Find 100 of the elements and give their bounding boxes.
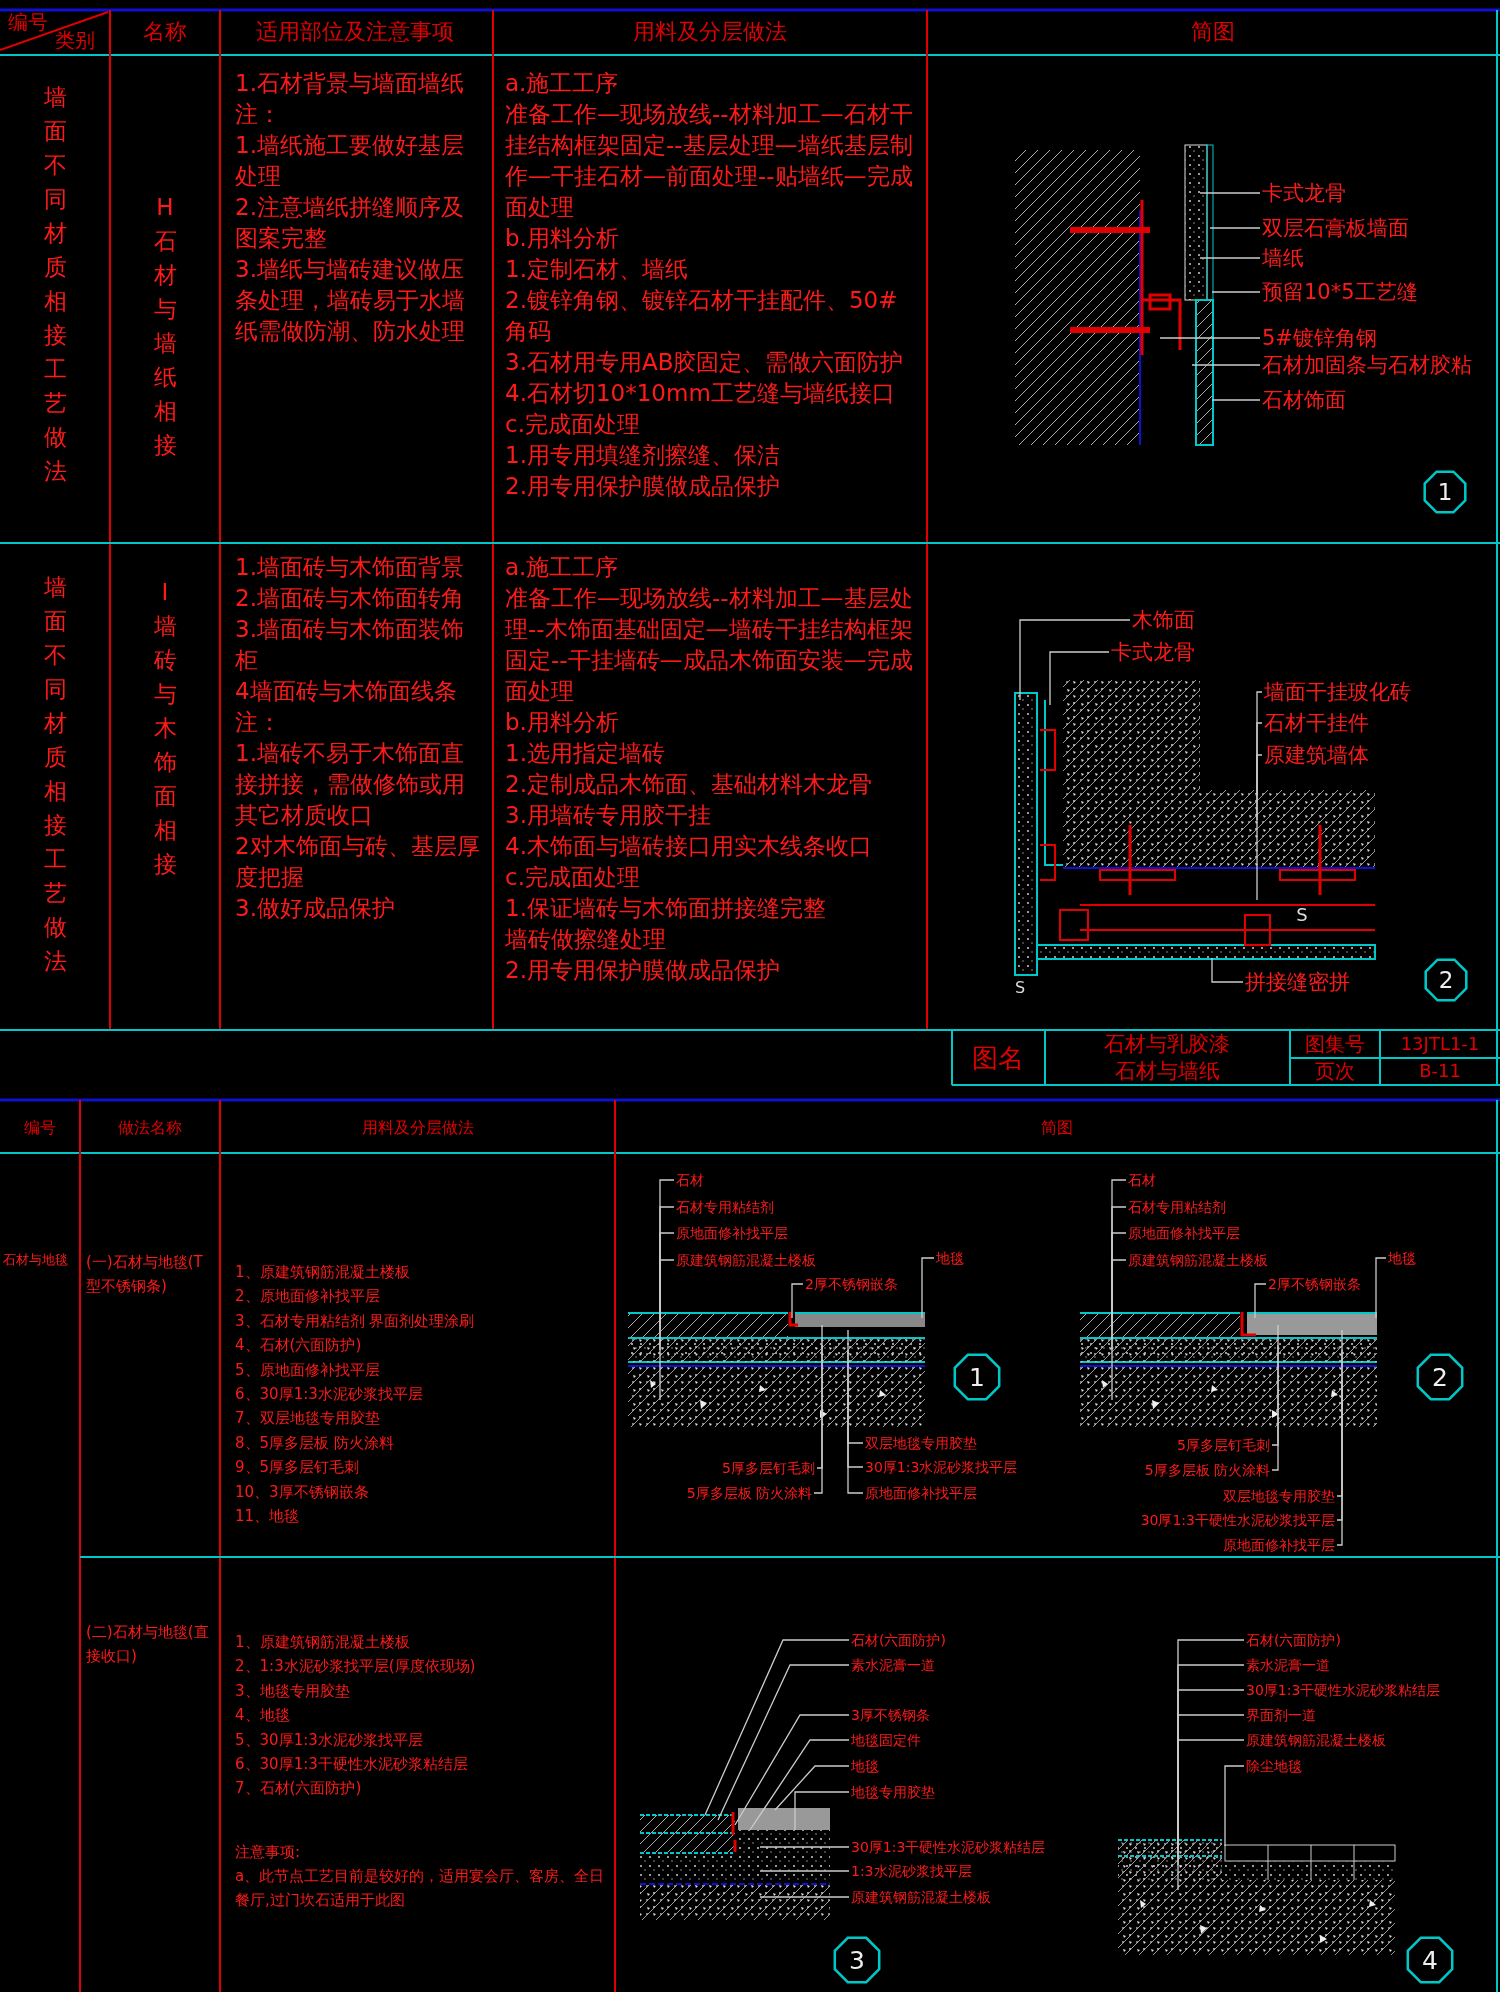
- leader-line: [1336, 1349, 1343, 1521]
- detail-marker: 2: [1422, 956, 1470, 1004]
- detail-marker: 4: [1404, 1934, 1456, 1986]
- leader-line: [1209, 227, 1261, 229]
- leader-line: [1019, 619, 1131, 701]
- callout-label: 原建筑钢筋混凝土楼板: [1128, 1251, 1268, 1269]
- dimension-label: S: [1014, 980, 1026, 996]
- table-text: 注：: [235, 100, 282, 129]
- callout-label: 2厚不锈钢嵌条: [1268, 1275, 1361, 1293]
- leader-line: [774, 1765, 850, 1811]
- leader-line: [1336, 1379, 1343, 1546]
- table-text: 4墙面砖与木饰面线条: [235, 677, 458, 706]
- table-text: 注意事项:: [235, 1842, 302, 1863]
- callout-label: 30厚1:3干硬性水泥砂浆找平层: [1140, 1511, 1335, 1529]
- table-text: 1、原建筑钢筋混凝土楼板: [235, 1632, 411, 1653]
- leader-line: [813, 1344, 823, 1494]
- callout-label: 除尘地毯: [1246, 1757, 1302, 1775]
- leader-line: [759, 1870, 850, 1872]
- callout-label: 5厚多层板 防火涂料: [1144, 1461, 1270, 1479]
- callout-label: 石材: [676, 1171, 704, 1189]
- table-text: 3、石材专用粘结剂 界面剂处理涂刷: [235, 1310, 476, 1332]
- table-text: 石材与地毯: [3, 1251, 69, 1269]
- leader-line: [1199, 257, 1261, 259]
- table-text: 2对木饰面与砖、基层厚度把握: [235, 832, 481, 892]
- table-text: 2.定制成品木饰面、基础材料木龙骨: [505, 770, 873, 799]
- table-text: (二)石材与地毯(直接收口): [86, 1622, 210, 1667]
- leader-line: [1159, 337, 1261, 339]
- header-text: 编号: [24, 1120, 56, 1136]
- table-text: 8、5厚多层板 防火涂料: [235, 1432, 395, 1454]
- leader-line: [1375, 1257, 1387, 1319]
- callout-label: 地毯专用胶垫: [851, 1783, 935, 1801]
- table-text: 6、30厚1:3干硬性水泥砂浆粘结层: [235, 1754, 469, 1776]
- table-text: 1.保证墙砖与木饰面拼接缝完整: [505, 894, 827, 923]
- table-text: 3.墙面砖与木饰面装饰柜: [235, 615, 465, 675]
- callout-label: 界面剂一道: [1246, 1706, 1316, 1724]
- header-text: 名称: [143, 21, 187, 43]
- leader-line: [759, 1846, 850, 1848]
- callout-label: 1:3水泥砂浆找平层: [851, 1862, 972, 1880]
- section-drawing: [1117, 1839, 1396, 1955]
- callout-label: 拼接缝密拼: [1245, 969, 1350, 995]
- leader-line: [1111, 1259, 1127, 1401]
- detail-marker: 1: [1421, 468, 1469, 516]
- table-text: b.用料分析: [505, 224, 620, 253]
- table-text: 3.用墙砖专用胶干挂: [505, 801, 712, 830]
- callout-label: 双层地毯专用胶垫: [865, 1434, 977, 1452]
- callout-label: 5厚多层钉毛刺: [722, 1459, 815, 1477]
- header-text: 适用部位及注意事项: [256, 21, 454, 43]
- leader-line: [1256, 722, 1263, 901]
- leader-line: [717, 1664, 850, 1821]
- callout-label: 原地面修补找平层: [1223, 1536, 1335, 1554]
- table-text: 11、地毯: [235, 1506, 301, 1528]
- table-text: a.施工工序: [505, 553, 620, 582]
- leader-line: [1211, 291, 1261, 293]
- leader-line: [759, 1896, 850, 1898]
- title-block-text: B-11: [1419, 1062, 1461, 1080]
- callout-label: 双层石膏板墙面: [1262, 215, 1409, 241]
- callout-label: 石材专用粘结剂: [676, 1198, 774, 1216]
- callout-label: 石材加固条与石材胶粘: [1262, 352, 1472, 378]
- header-text: 用料及分层做法: [633, 21, 787, 43]
- table-text: 1.墙纸施工要做好基层处理: [235, 131, 465, 191]
- callout-label: 地毯: [1388, 1249, 1416, 1267]
- leader-line: [1211, 957, 1244, 983]
- leader-line: [1211, 399, 1261, 401]
- table-text: b.用料分析: [505, 708, 620, 737]
- table-text: 注：: [235, 708, 282, 737]
- leader-line: [1049, 651, 1110, 706]
- leader-line: [1254, 1283, 1267, 1319]
- table-text: 1.用专用填缝剂擦缝、保洁: [505, 441, 781, 470]
- dimension-label: S: [1296, 906, 1308, 924]
- table-text: 3.做好成品保护: [235, 894, 396, 923]
- leader-line: [1199, 192, 1261, 194]
- table-text: 2.墙面砖与木饰面转角: [235, 584, 465, 613]
- table-text: 7、石材(六面防护): [235, 1778, 363, 1800]
- callout-label: 5#镀锌角钢: [1262, 325, 1377, 351]
- table-text: 3、地毯专用胶垫: [235, 1680, 351, 1702]
- table-text: 1、原建筑钢筋混凝土楼板: [235, 1262, 411, 1283]
- table-text: 9、5厚多层钉毛刺: [235, 1457, 361, 1479]
- callout-label: 地毯固定件: [851, 1731, 921, 1749]
- header-text: 类别: [55, 30, 95, 50]
- leader-line: [1256, 754, 1263, 796]
- section-drawing: [1079, 1312, 1378, 1427]
- leader-line: [791, 1283, 804, 1319]
- leader-line: [847, 1379, 864, 1494]
- callout-label: 30厚1:3干硬性水泥砂浆粘结层: [1246, 1681, 1441, 1699]
- callout-label: 原建筑钢筋混凝土楼板: [1246, 1731, 1386, 1749]
- callout-label: 石材专用粘结剂: [1128, 1198, 1226, 1216]
- table-text: 2、1:3水泥砂浆找平层(厚度依现场): [235, 1656, 477, 1678]
- callout-label: 原地面修补找平层: [1128, 1224, 1240, 1242]
- leader-line: [794, 1791, 850, 1831]
- callout-label: 30厚1:3水泥砂浆找平层: [865, 1458, 1018, 1476]
- callout-label: 双层地毯专用胶垫: [1223, 1487, 1335, 1505]
- table-text: c.完成面处理: [505, 410, 641, 439]
- table-text: 墙面不同材质相接工艺做法: [42, 83, 68, 486]
- table-text: 2.用专用保护膜做成品保护: [505, 956, 781, 985]
- table-text: 1.石材背景与墙面墙纸: [235, 69, 465, 98]
- detail-marker: 2: [1414, 1351, 1466, 1403]
- table-text: 1.定制石材、墙纸: [505, 255, 689, 284]
- table-text: 2.镀锌角钢、镀锌石材干挂配件、50#角码: [505, 286, 899, 346]
- callout-label: 石材: [1128, 1171, 1156, 1189]
- leader-line: [1224, 1765, 1245, 1847]
